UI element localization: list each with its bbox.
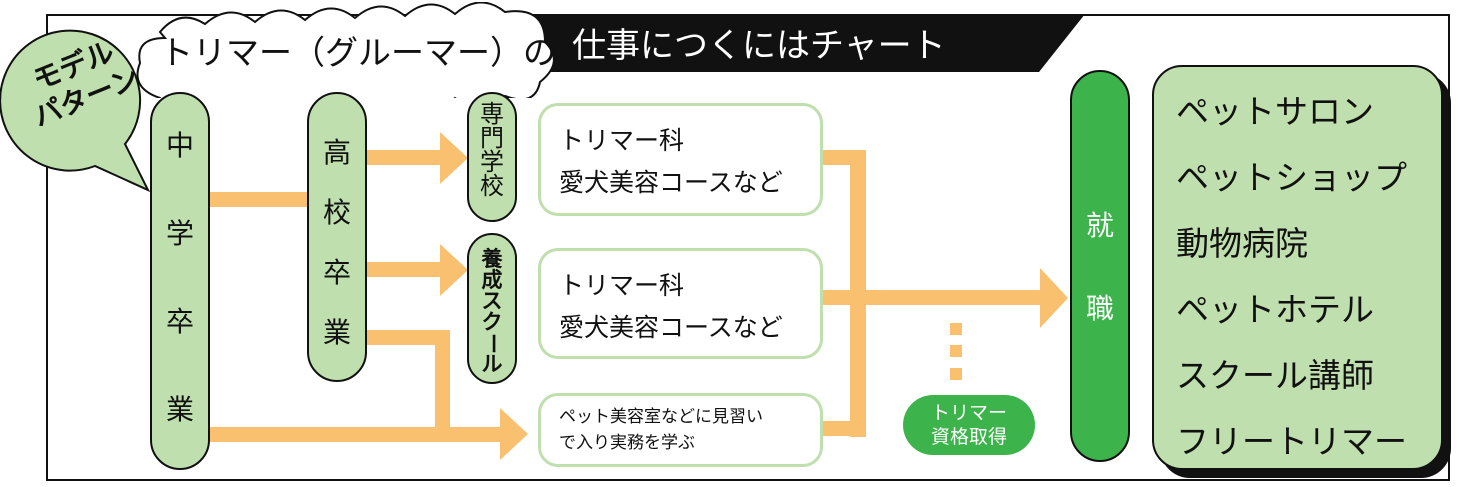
stage-junior-high-graduate: 中 学 卒 業 — [150, 92, 210, 470]
merge-line-bottom — [822, 421, 866, 436]
chart-title: 仕事につくにはチャート — [572, 26, 946, 66]
workplace-list: ペットサロン ペットショップ 動物病院 ペットホテル スクール講師 フリートリマ… — [1152, 65, 1443, 470]
chart-subtitle: トリマー（グルーマー）の — [160, 33, 556, 72]
dot — [950, 368, 962, 380]
workplace-item: スクール講師 — [1176, 356, 1374, 395]
workplace-item: フリートリマー — [1176, 422, 1407, 461]
dot — [950, 345, 962, 357]
workplace-item: ペットホテル — [1176, 290, 1374, 329]
arrow-to-employment — [822, 290, 1042, 305]
stage-training-school: 養 成 ス ク ー ル — [467, 233, 517, 384]
workplace-item: ペットサロン — [1176, 92, 1374, 131]
arrow-high-to-vocational — [367, 150, 442, 165]
arrow-junior-to-high — [210, 192, 308, 207]
arrow-high-to-apprentice — [367, 330, 450, 345]
license-badge: トリマー 資格取得 — [903, 395, 1035, 455]
course-box-vocational: トリマー科 愛犬美容コースなど — [538, 103, 823, 216]
course-box-training: トリマー科 愛犬美容コースなど — [538, 248, 823, 359]
model-pattern-bubble — [0, 29, 151, 193]
stage-high-school-graduate: 高 校 卒 業 — [307, 92, 367, 382]
dot — [950, 323, 962, 335]
title-banner — [510, 14, 1085, 72]
arrow-to-apprentice — [210, 427, 502, 442]
stage-vocational-school: 専 門 学 校 — [467, 92, 517, 222]
workplace-item: ペットショップ — [1176, 158, 1407, 197]
employment-pill: 就 職 — [1070, 70, 1130, 462]
arrow-high-to-training — [367, 262, 442, 277]
cloud-bubble — [136, 2, 555, 98]
apprentice-box: ペット美容室などに見習い で入り実務を学ぶ — [538, 393, 823, 467]
arrow-high-to-apprentice-down — [435, 330, 450, 430]
workplace-item: 動物病院 — [1176, 224, 1308, 263]
